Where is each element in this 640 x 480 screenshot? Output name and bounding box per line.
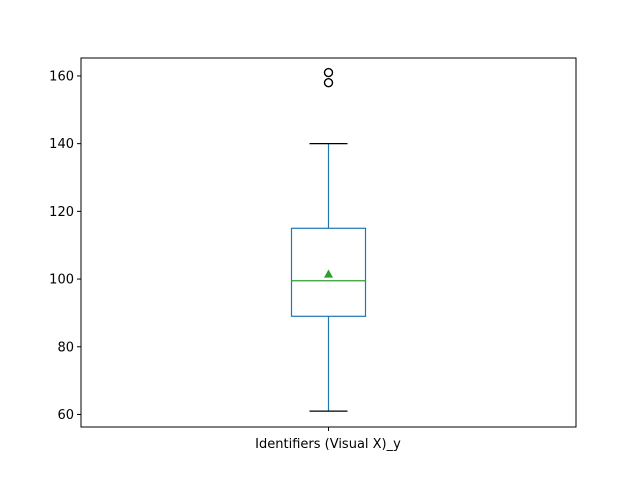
y-tick-label: 120 xyxy=(49,205,74,220)
y-tick-label: 100 xyxy=(49,273,74,288)
label-layer: Identifiers (Visual X)_y xyxy=(255,437,401,452)
y-tick-label: 80 xyxy=(57,340,74,355)
plot-layer xyxy=(290,67,367,412)
mean-marker xyxy=(324,269,333,278)
outlier-point xyxy=(323,78,334,88)
x-tick-label: Identifiers (Visual X)_y xyxy=(255,437,401,452)
y-tick-label: 140 xyxy=(49,137,74,152)
y-tick-label: 60 xyxy=(57,408,74,423)
box-iqr xyxy=(290,227,367,317)
axis-layer: 60 80 100 120 140 160 xyxy=(49,57,577,431)
y-tick-label: 160 xyxy=(49,69,74,84)
outlier-point xyxy=(323,67,334,78)
